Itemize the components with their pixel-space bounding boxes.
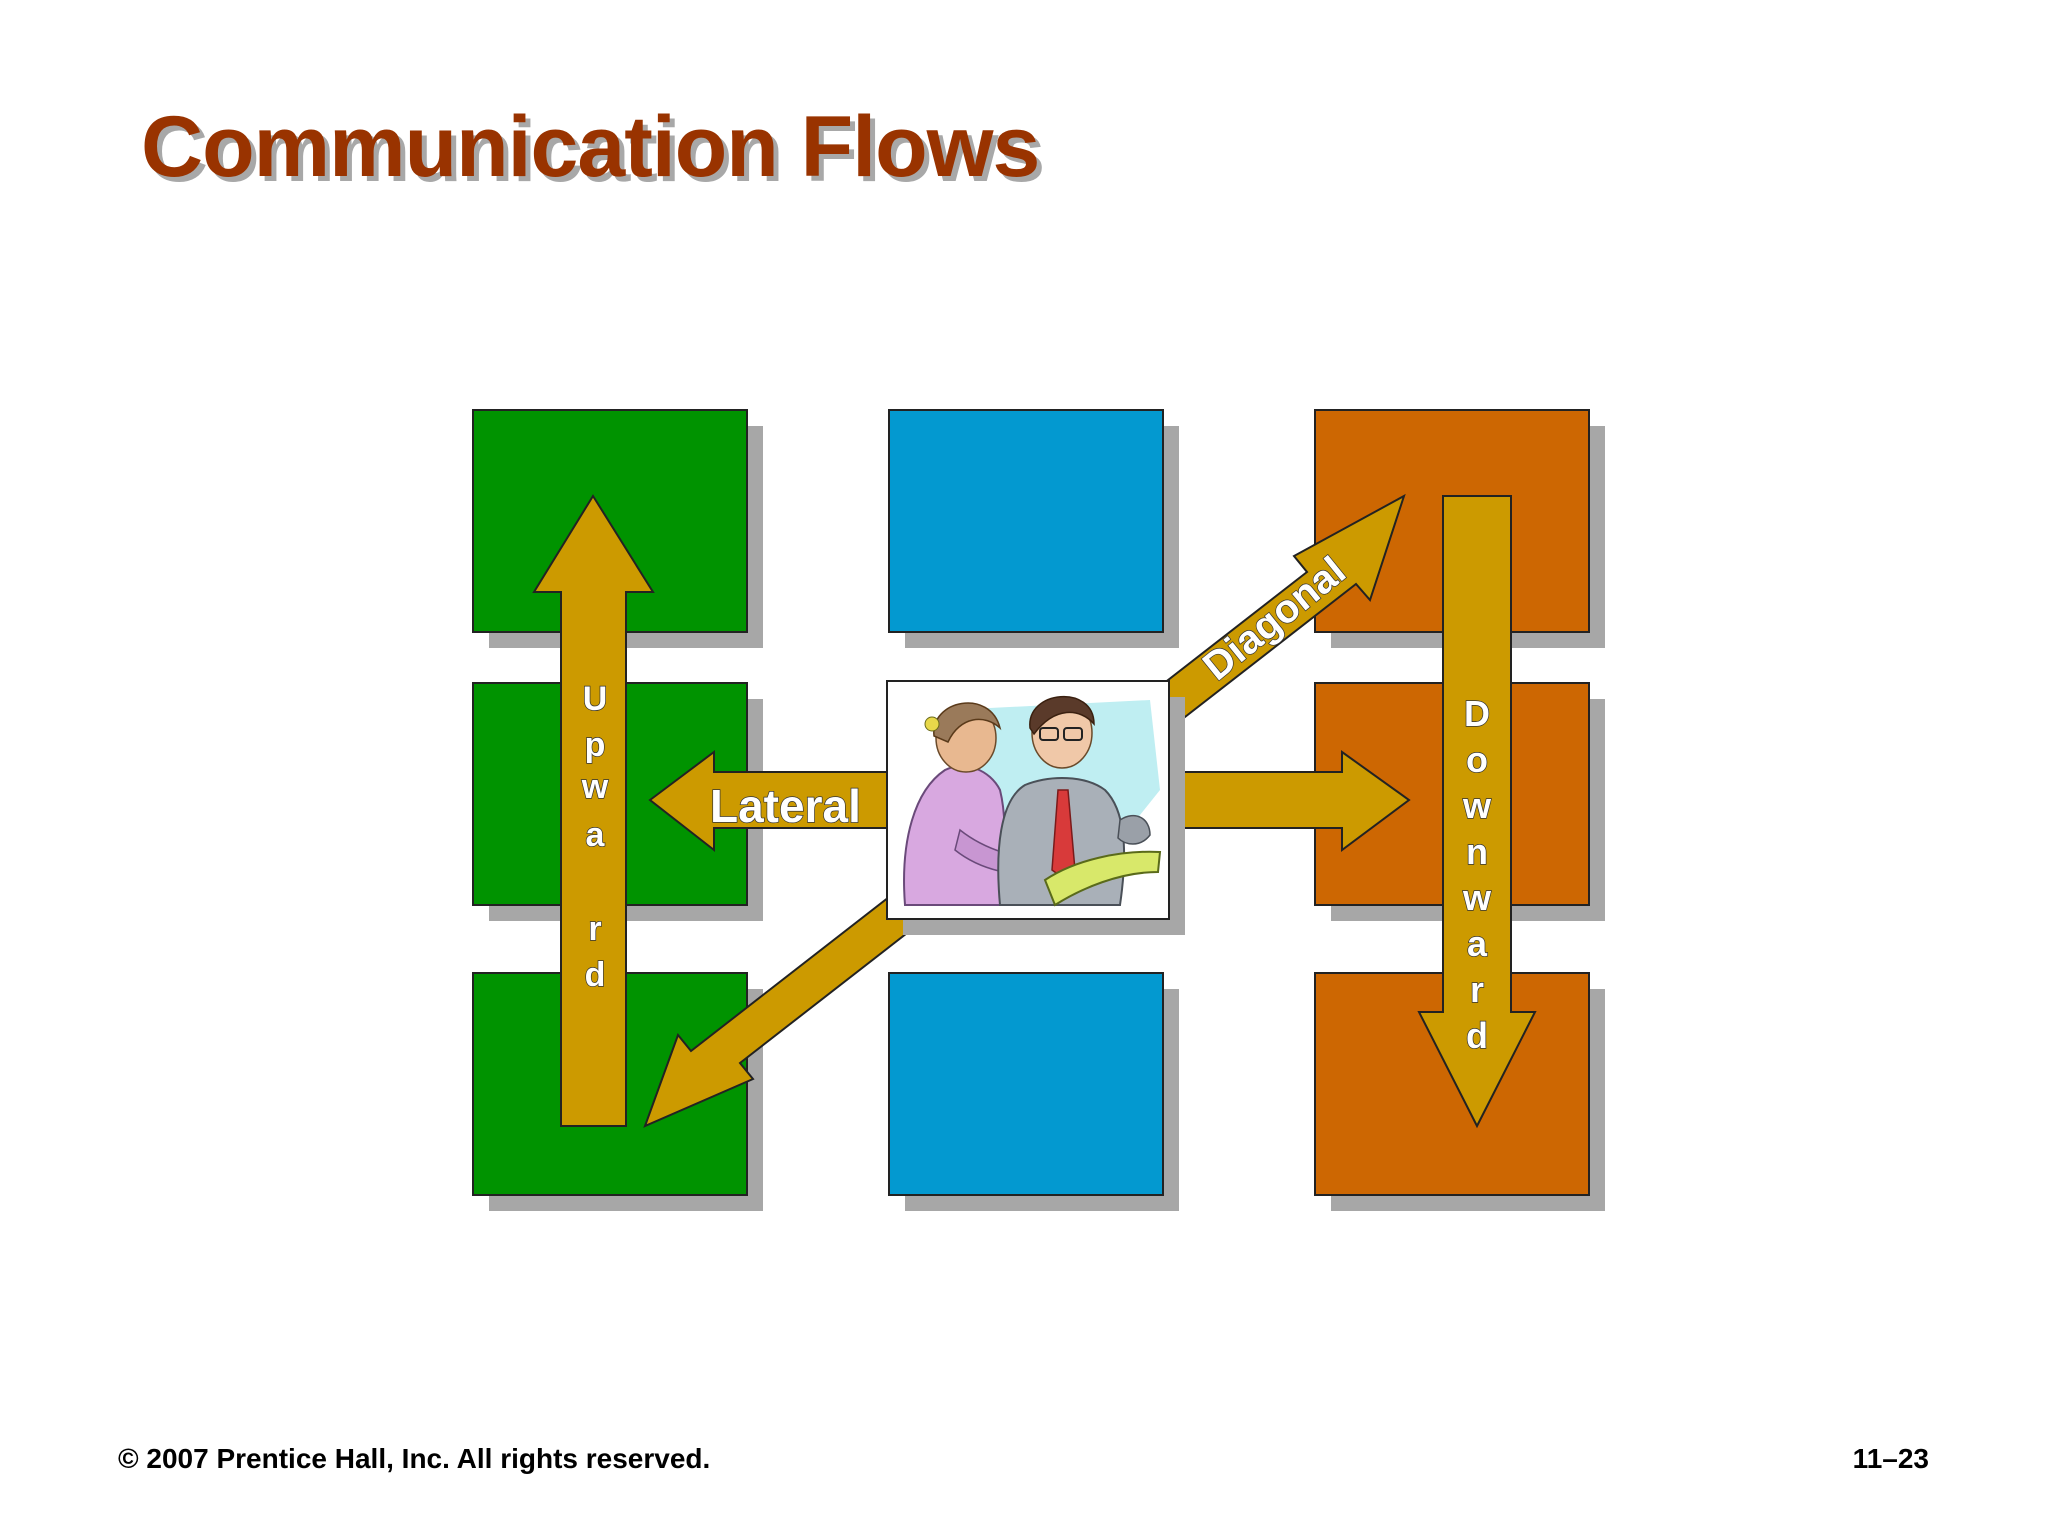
upward-label: U p w a r d (580, 679, 609, 994)
downward-letter: o (1466, 739, 1488, 780)
upward-letter: w (581, 768, 609, 806)
downward-letter: w (1462, 877, 1492, 918)
middle-column-boxes (888, 409, 1164, 1196)
slide-title: Communication Flows (141, 99, 1040, 195)
page-number: 11–23 (1852, 1443, 1929, 1474)
upward-letter: r (588, 910, 601, 948)
downward-letter: D (1464, 693, 1490, 734)
copyright-footer: © 2007 Prentice Hall, Inc. All rights re… (118, 1443, 711, 1474)
downward-letter: n (1466, 831, 1488, 872)
business-people-clipart (886, 680, 1185, 935)
downward-label: D o w n w a r d (1461, 692, 1492, 1056)
upward-letter: d (585, 956, 606, 994)
lateral-label: Lateral (710, 780, 861, 832)
upward-letter: p (585, 726, 606, 764)
downward-letter: r (1470, 969, 1484, 1010)
document (1043, 850, 1162, 907)
upward-letter: U (583, 680, 608, 718)
downward-letter: a (1467, 923, 1488, 964)
downward-letter: d (1466, 1015, 1488, 1056)
downward-letter: w (1462, 785, 1492, 826)
middle-box-top (888, 409, 1164, 633)
middle-box-bottom (888, 972, 1164, 1196)
downward-arrow (1417, 495, 1537, 1129)
upward-arrow (532, 494, 655, 1127)
upward-letter: a (586, 816, 606, 854)
